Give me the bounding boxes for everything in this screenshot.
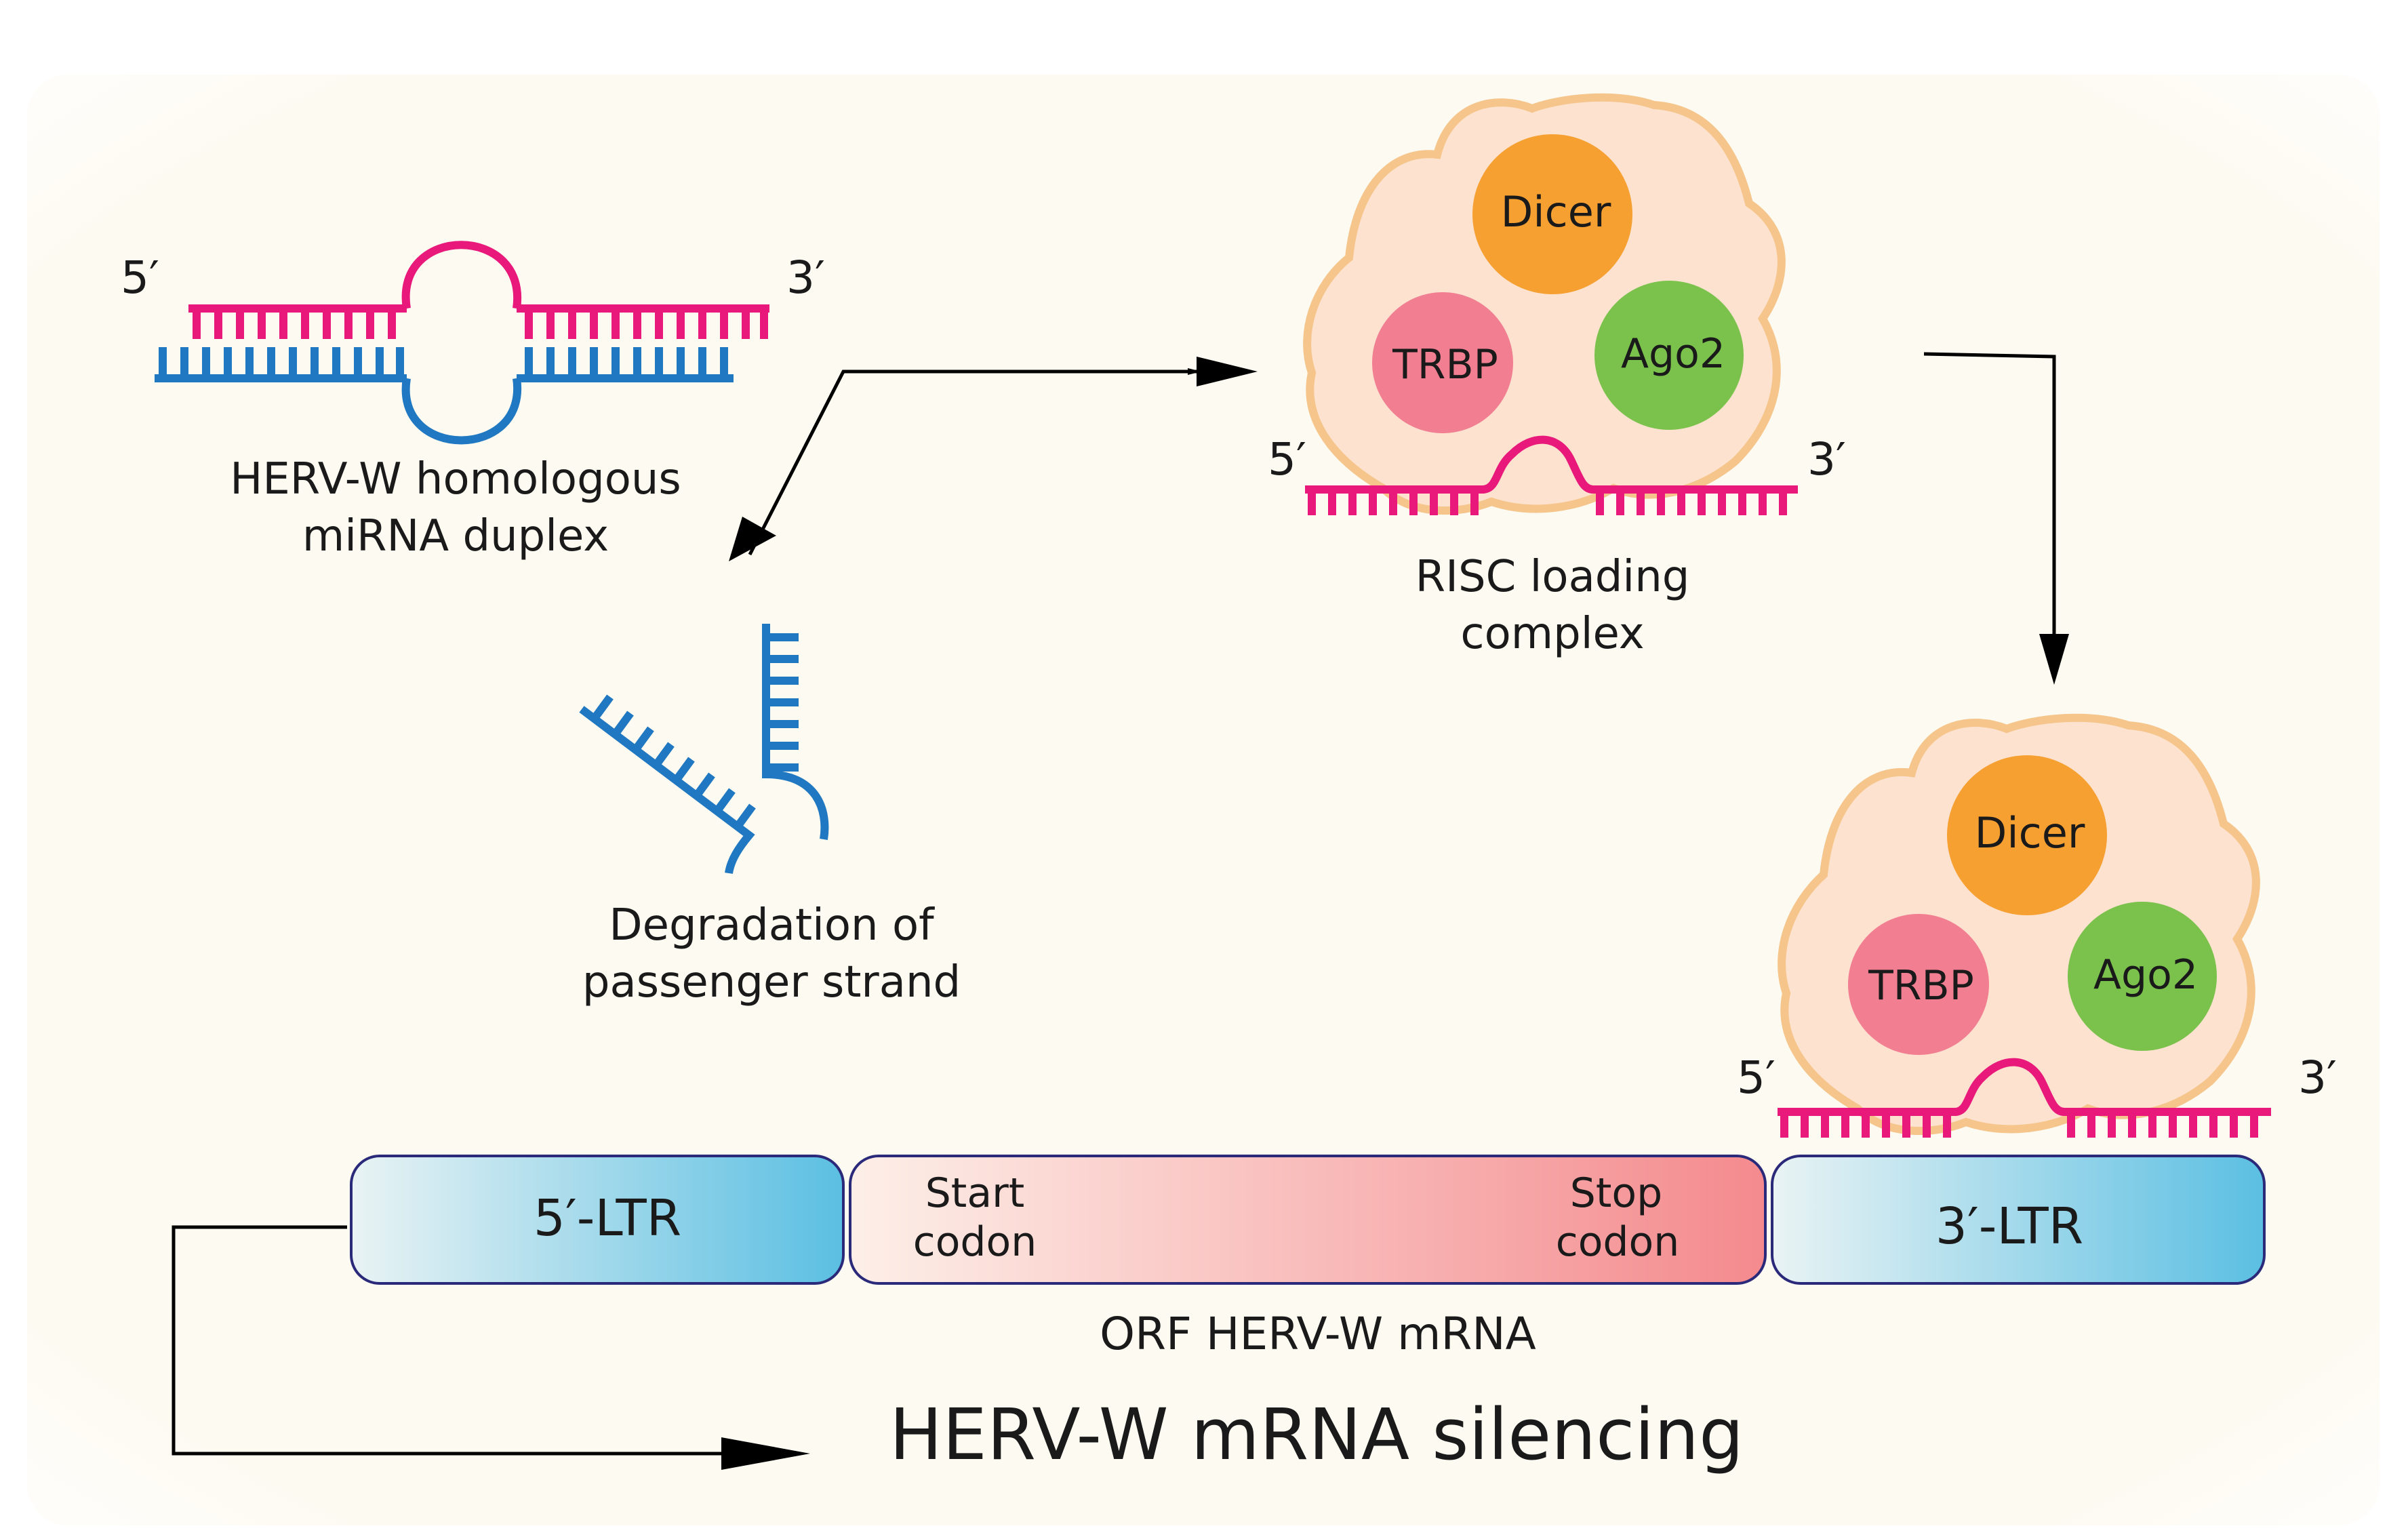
duplex-caption-line2: miRNA duplex	[302, 511, 609, 561]
arrow-risc-to-target	[1923, 352, 2069, 685]
start-codon-line2: codon	[913, 1218, 1037, 1266]
risc-bottom-ago2-label: Ago2	[2093, 951, 2198, 999]
start-codon-line1: Start	[925, 1170, 1025, 1217]
risc-top-ago2	[1594, 281, 1744, 430]
risc-bottom-trbp-label: TRBP	[1868, 962, 1974, 1010]
fragment-diagonal	[579, 706, 755, 875]
risc-top-trbp	[1372, 292, 1513, 433]
risc-top-trbp-label: TRBP	[1392, 341, 1498, 388]
stop-codon-line1: Stop	[1570, 1170, 1662, 1217]
risc-top-dicer	[1472, 134, 1632, 294]
risc-top-guide-strand	[1305, 435, 1798, 515]
risc-top-three-prime-label: 3′	[1807, 433, 1846, 485]
silencing-title: HERV-W mRNA silencing	[889, 1393, 1744, 1476]
ltr5-box	[350, 1155, 845, 1285]
risc-bottom-dicer	[1947, 755, 2107, 915]
risc-caption-line1: RISC loading	[1416, 552, 1690, 602]
ltr3-label: 3′-LTR	[1935, 1197, 2083, 1256]
degradation-caption-line1: Degradation of	[609, 900, 935, 951]
risc-loading-complex: Dicer TRBP Ago2 5′ 3′ RISC loading compl…	[1268, 93, 1846, 659]
ltr3-box	[1771, 1155, 2266, 1285]
risc-bottom-guide-strand	[1778, 1058, 2271, 1138]
duplex-blue-strand	[155, 347, 734, 445]
duplex-caption-line1: HERV-W homologous	[230, 454, 681, 504]
risc-bottom-dicer-label: Dicer	[1975, 808, 2085, 858]
arrow-to-silencing	[172, 1225, 810, 1470]
duplex-pink-strand	[188, 241, 769, 339]
risc-bottom-five-prime-label: 5′	[1737, 1052, 1775, 1104]
stop-codon-line2: codon	[1556, 1218, 1680, 1266]
duplex-five-prime-label: 5′	[121, 252, 159, 304]
risc-bottom-ago2	[2068, 902, 2217, 1051]
risc-bottom-three-prime-label: 3′	[2298, 1052, 2337, 1104]
degradation-caption-line2: passenger strand	[582, 957, 961, 1007]
orf-box	[849, 1155, 1767, 1285]
duplex-three-prime-label: 3′	[786, 252, 825, 304]
mirna-duplex: 5′ 3′ HERV-W homologous miRNA duplex	[121, 241, 825, 561]
risc-top-five-prime-label: 5′	[1268, 433, 1306, 485]
risc-target-complex: Dicer TRBP Ago2 5′ 3′	[1737, 713, 2337, 1138]
risc-bottom-trbp	[1848, 914, 1989, 1055]
degraded-passenger-strand	[579, 624, 829, 875]
risc-top-ago2-label: Ago2	[1621, 330, 1725, 378]
ltr5-label: 5′-LTR	[534, 1189, 681, 1247]
mrna-caption: ORF HERV-W mRNA	[1100, 1308, 1536, 1360]
arrow-duplex-to-risc-and-degradation	[729, 357, 1258, 561]
risc-top-dicer-label: Dicer	[1501, 187, 1611, 237]
fragment-vertical	[762, 624, 829, 840]
herv-w-mrna: 5′-LTR Start codon Stop codon 3′-LTR ORF…	[350, 1155, 2266, 1360]
risc-caption-line2: complex	[1460, 609, 1644, 659]
